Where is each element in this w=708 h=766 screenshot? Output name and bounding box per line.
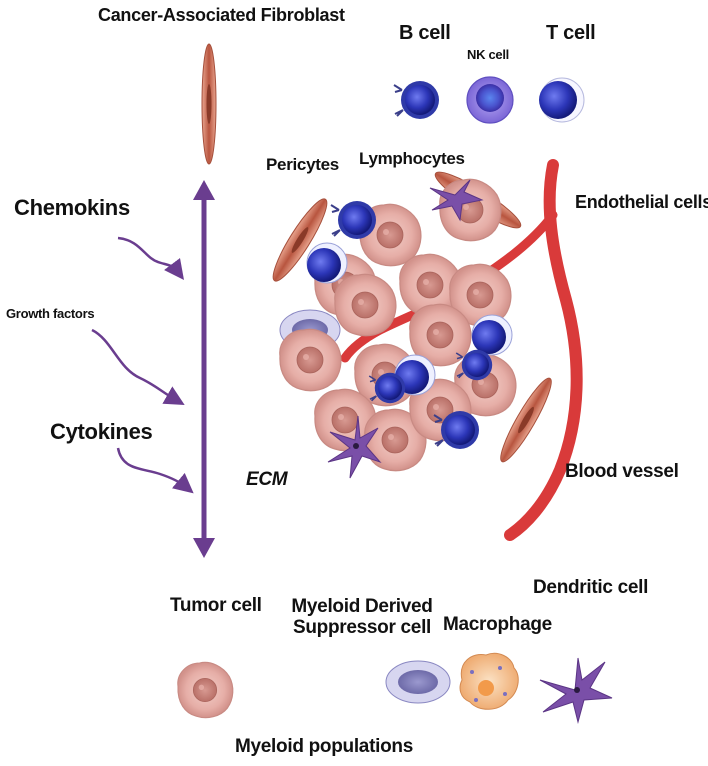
t-cell-label: T cell [546, 22, 596, 44]
dendritic-cluster-icon [327, 415, 382, 479]
growth-factors-arrow [91, 328, 185, 405]
dendritic-label: Dendritic cell [533, 577, 649, 598]
lymphocytes-label: Lymphocytes [359, 149, 465, 168]
macrophage-icon [459, 652, 519, 710]
endothelial-label: Endothelial cells [575, 192, 708, 212]
myeloid-populations-label: Myeloid populations [235, 736, 413, 757]
mdsc-label-line2: Suppressor cell [292, 616, 432, 638]
b-cell-label: B cell [399, 22, 451, 44]
mdsc-icon [385, 660, 451, 704]
t-cell-icon [539, 77, 585, 123]
pericytes-label: Pericytes [266, 155, 339, 174]
vessel-pericyte-icon [500, 377, 552, 463]
pericyte-icon [272, 198, 328, 282]
b-cell-icon [393, 80, 440, 120]
growth-factors-label: Growth factors [6, 306, 95, 321]
ecm-label: ECM [246, 469, 288, 490]
arrow-up-head [193, 180, 215, 200]
dendritic-cell-icon [539, 657, 613, 724]
nk-cell-icon [466, 76, 514, 124]
blood-vessel-label: Blood vessel [565, 461, 679, 482]
mdsc-label: Myeloid Derived Suppressor cell [287, 596, 437, 639]
macrophage-label: Macrophage [443, 614, 552, 635]
cytokines-label: Cytokines [50, 419, 153, 444]
arrow-down-head [193, 538, 215, 558]
tumor-cell-label: Tumor cell [170, 595, 262, 616]
chemokins-arrow [117, 236, 185, 280]
dendritic-top-icon [429, 179, 484, 222]
cytokines-arrow [116, 447, 194, 494]
nk-cell-label: NK cell [467, 47, 509, 62]
mdsc-label-line1: Myeloid Derived [291, 596, 433, 617]
fibroblast-icon [201, 43, 217, 165]
tumor-cell-icon [177, 661, 234, 719]
chemokins-label: Chemokins [14, 195, 130, 220]
caf-label: Cancer-Associated Fibroblast [98, 5, 345, 25]
